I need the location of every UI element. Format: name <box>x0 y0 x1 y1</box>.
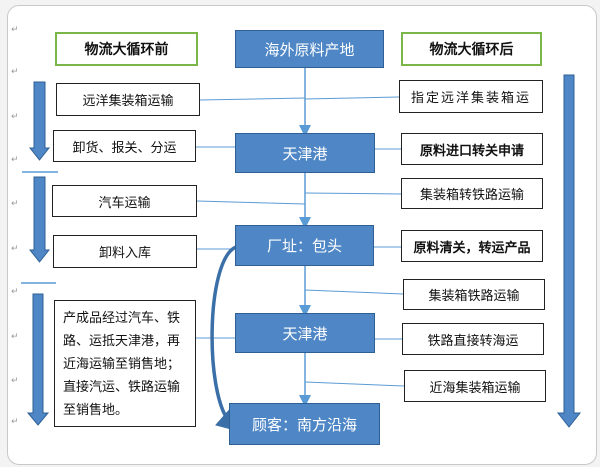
paragraph-mark: ↵ <box>11 112 19 122</box>
curved-direct-arrow <box>210 245 242 433</box>
paragraph-mark: ↵ <box>11 417 19 427</box>
before-step: 汽车运输 <box>52 185 197 217</box>
before-header: 物流大循环前 <box>55 32 198 66</box>
connector-line <box>304 96 400 100</box>
paragraph-mark: ↵ <box>11 199 19 209</box>
flow-node-port: 天津港 <box>235 313 375 353</box>
paragraph-mark: ↵ <box>11 332 19 342</box>
after-step: 近海集装箱运输 <box>404 370 546 402</box>
flow-node-customer: 顾客：南方沿海 <box>229 403 380 445</box>
flow-node-origin: 海外原料产地 <box>235 30 384 68</box>
paragraph-mark: ↵ <box>11 25 19 35</box>
connector-line <box>304 289 404 295</box>
before-step: 远洋集装箱运输 <box>56 83 200 116</box>
before-step: 卸货、报关、分运 <box>53 130 196 162</box>
before-step: 卸料入库 <box>53 235 197 268</box>
after-step: 铁路直接转海运 <box>402 323 544 355</box>
down-arrow-icon <box>556 74 582 428</box>
down-arrow-icon <box>28 81 51 161</box>
paragraph-mark: ↵ <box>11 67 19 77</box>
connector-line <box>196 200 306 205</box>
after-step: 集装箱转铁路运输 <box>401 178 543 209</box>
paragraph-mark: ↵ <box>11 244 19 254</box>
paragraph-mark: ↵ <box>11 376 19 386</box>
after-step: 原料清关，转运产品 <box>401 230 543 262</box>
connector-line <box>304 381 405 387</box>
paragraph-mark: ↵ <box>11 155 19 165</box>
after-step: 集装箱铁路运输 <box>403 279 545 310</box>
after-step: 指定远洋集装箱运 <box>399 80 543 113</box>
after-step: 原料进口转关申请 <box>401 133 543 165</box>
down-arrow-icon <box>26 293 50 426</box>
connector-line <box>199 97 306 101</box>
down-arrow-icon <box>28 176 51 263</box>
connector-line <box>304 192 402 195</box>
flow-node-factory: 厂址：包头 <box>235 225 374 266</box>
after-header: 物流大循环后 <box>401 32 542 66</box>
paragraph-mark: ↵ <box>11 287 19 297</box>
before-step-distribution: 产成品经过汽车、铁路、运抵天津港，再近海运输至销售地；直接汽运、铁路运输至销售地… <box>54 300 196 427</box>
flow-node-port: 天津港 <box>235 133 375 173</box>
